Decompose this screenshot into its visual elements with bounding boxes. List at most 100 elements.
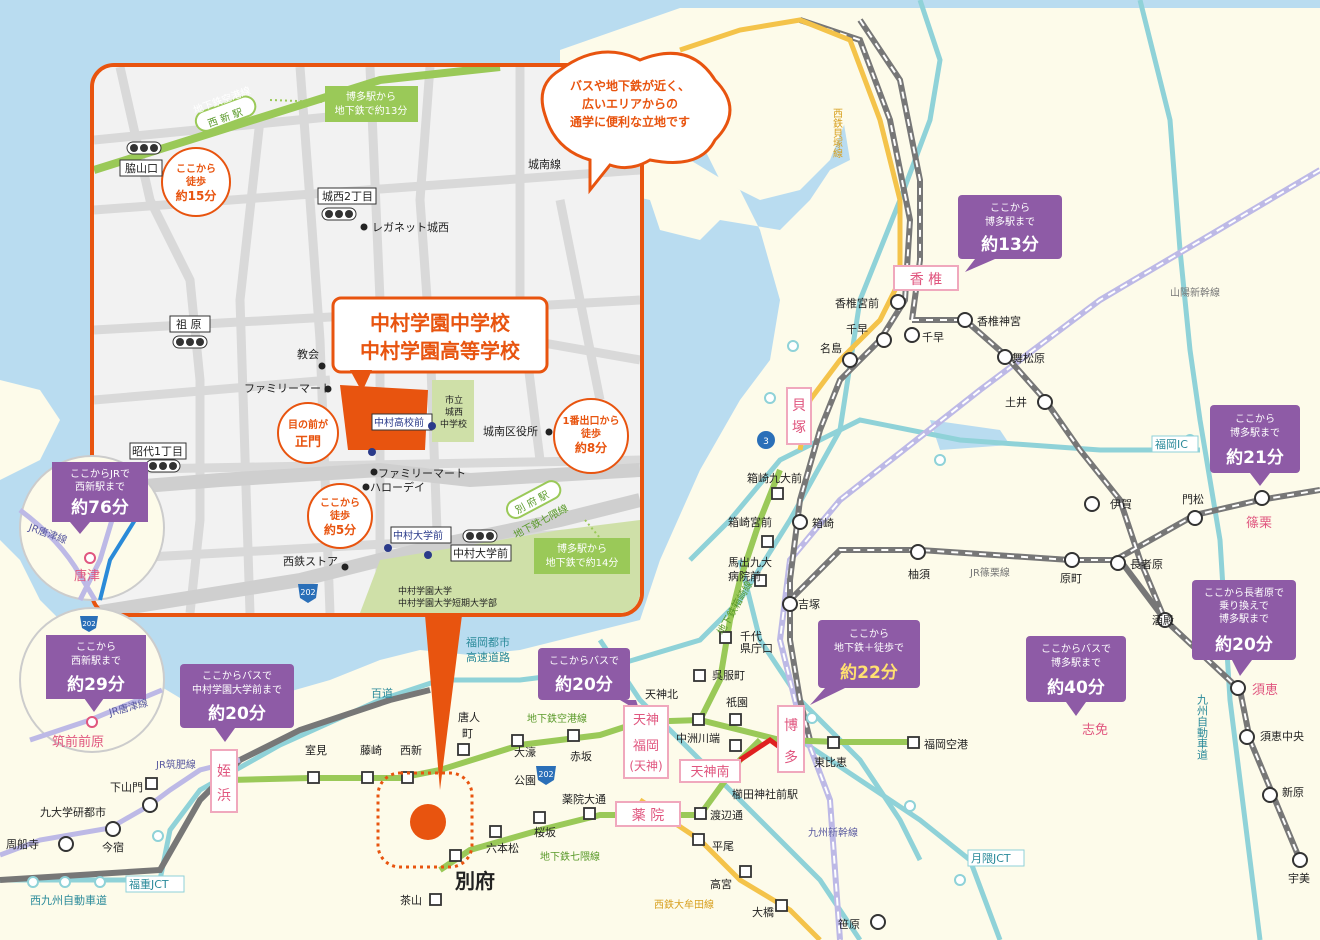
station-box-tenjin (623, 705, 669, 779)
beppu-box-line2: 地下鉄で約14分 (546, 556, 619, 569)
landmark-leganet: レガネット城西 (372, 221, 449, 234)
school-location-dot (410, 804, 446, 840)
landmark-jonan-line: 城南線 (528, 157, 561, 171)
highways (0, 0, 1263, 940)
station-gofukumachi: 呉服町 (712, 669, 745, 682)
route-202-circle-icon (80, 616, 98, 632)
beppu-box-line1: 博多駅から (557, 542, 607, 555)
bus-stop-nakamura-univ: 中村大学前 (453, 546, 508, 560)
station-tenjinminami: 天神南 (690, 764, 729, 780)
beppu-station-tag (505, 480, 562, 519)
station-meinohama-1: 姪 (217, 764, 231, 780)
callout-hakata (818, 620, 920, 688)
station-muromi: 室見 (305, 743, 327, 757)
walk15-line3: 約15分 (176, 188, 217, 203)
station-ohori-2: 公園 (514, 774, 536, 787)
station-tojinmachi-1: 唐人 (458, 710, 480, 724)
beppu-box (534, 538, 630, 574)
shime-line2: 博多駅まで (1051, 656, 1101, 669)
callout-kashii (958, 195, 1062, 259)
chikuzen-line2: 西新駅まで (71, 654, 121, 667)
station-box-kaizuka (786, 387, 812, 445)
station-box-kashii (893, 265, 959, 291)
nishitetsu-kaizuka-line (679, 17, 903, 451)
station-akasaka: 赤坂 (570, 750, 592, 763)
sasaguri-line2: 博多駅まで (1230, 426, 1280, 439)
station-yusu: 柚須 (908, 567, 930, 581)
feature-bubble (540, 50, 732, 195)
station-najima: 名島 (820, 341, 842, 355)
highway-fukuoka-ic: 福岡IC (1155, 437, 1188, 451)
station-kushidajinjamae: 櫛田神社前駅 (732, 787, 798, 801)
meinohama-line1: ここからバスで (202, 670, 272, 682)
station-shinbaru: 新原 (1282, 785, 1304, 799)
station-ropponmatsu: 六本松 (486, 841, 519, 855)
station-nakasukawabata: 中洲川端 (676, 732, 720, 745)
station-chihaya-west: 千早 (846, 323, 868, 336)
bus-sign-nakamura-univ: 中村大学前 (393, 529, 443, 542)
chikuzen-line3: 約29分 (67, 674, 125, 695)
kashii-line2: 博多駅まで (985, 215, 1035, 228)
station-nishijin: 西新 (400, 743, 422, 757)
landmark-nakamura-univ: 中村学園大学 (398, 585, 452, 597)
station-yakuin-odori: 薬院大通 (562, 792, 606, 806)
kashii-line3: 約13分 (981, 234, 1039, 255)
station-chayama: 茶山 (400, 894, 422, 907)
station-hirao: 平尾 (712, 840, 734, 853)
sasaguri-line3: 約21分 (1226, 447, 1284, 468)
kashii-line1: ここから (990, 202, 1030, 214)
shime-line3: 約40分 (1047, 677, 1105, 698)
station-ohori-1: 大濠 (514, 745, 536, 759)
station-tenjin-2: 福岡 (633, 739, 659, 754)
station-kaizuka-1: 貝 (792, 398, 806, 414)
highway-fukushige-jct: 福重JCT (129, 877, 169, 891)
station-maidashi-2: 病院前 (728, 569, 761, 583)
station-kashii: 香 椎 (910, 272, 942, 288)
callout-shime (1026, 636, 1126, 702)
bus-stop-shoudai1: 昭代1丁目 (132, 445, 183, 458)
landmark-familymart1: ファミリーマート (244, 382, 332, 395)
walk15-line1: ここから (176, 163, 216, 175)
meinohama-line3: 約20分 (208, 703, 266, 724)
line-nishikyushu-expressway: 西九州自動車道 (30, 893, 107, 907)
station-shimoyamato: 下山門 (110, 781, 143, 794)
station-yakuin: 薬 院 (632, 808, 664, 824)
station-iga: 伊賀 (1110, 498, 1132, 511)
bubble-line2: 広いエリアからの (582, 96, 678, 111)
subway-station-squares (145, 487, 920, 912)
station-ohashi: 大橋 (752, 905, 774, 919)
bus-stop-sohara: 祖 原 (176, 317, 202, 331)
station-higashihie: 東比恵 (814, 755, 847, 769)
nishijin-box (325, 86, 418, 122)
route-202-inset: 202 (300, 588, 315, 597)
line-kyushu-shinkansen: 九州新幹線 (808, 826, 858, 839)
station-sakurazaka: 桜坂 (534, 825, 556, 839)
station-tojinmachi-2: 町 (462, 727, 473, 740)
karatsu-line1: ここからJRで (70, 468, 130, 480)
landmark-jonan-ward-office: 城南区役所 (483, 424, 538, 438)
station-umi: 宇美 (1288, 872, 1310, 885)
station-shime: 志免 (1082, 723, 1108, 738)
line-nishitetsu-omuta: 西鉄大牟田線 (654, 898, 714, 911)
station-chiyo-2: 県庁口 (740, 641, 773, 655)
station-kashiijingu: 香椎神宮 (977, 314, 1021, 328)
station-tenjin-3: (天神) (629, 759, 662, 773)
bubble-line1: バスや地下鉄が近く、 (570, 78, 690, 93)
hakata-line1: ここから (849, 628, 889, 640)
sue-line4: 約20分 (1215, 634, 1273, 655)
walk5-line3: 約5分 (324, 522, 356, 537)
station-kaizuka-2: 塚 (792, 420, 806, 436)
station-sasabaru: 笹原 (838, 918, 860, 931)
sasaguri-line1: ここから (1235, 413, 1275, 425)
gate-badge (277, 402, 339, 464)
line-hyakudo: 百道 (371, 686, 393, 700)
station-chojabaru: 長者原 (1130, 558, 1163, 571)
station-imajuku: 今宿 (102, 840, 124, 854)
highway-tsukiguma-jct: 月隈JCT (971, 852, 1011, 865)
station-hakozaki: 箱崎 (812, 516, 834, 530)
route-3-icon (757, 431, 775, 449)
station-haramachi: 原町 (1060, 572, 1082, 585)
station-takamiya: 高宮 (710, 877, 732, 891)
station-doi: 土井 (1005, 395, 1027, 409)
